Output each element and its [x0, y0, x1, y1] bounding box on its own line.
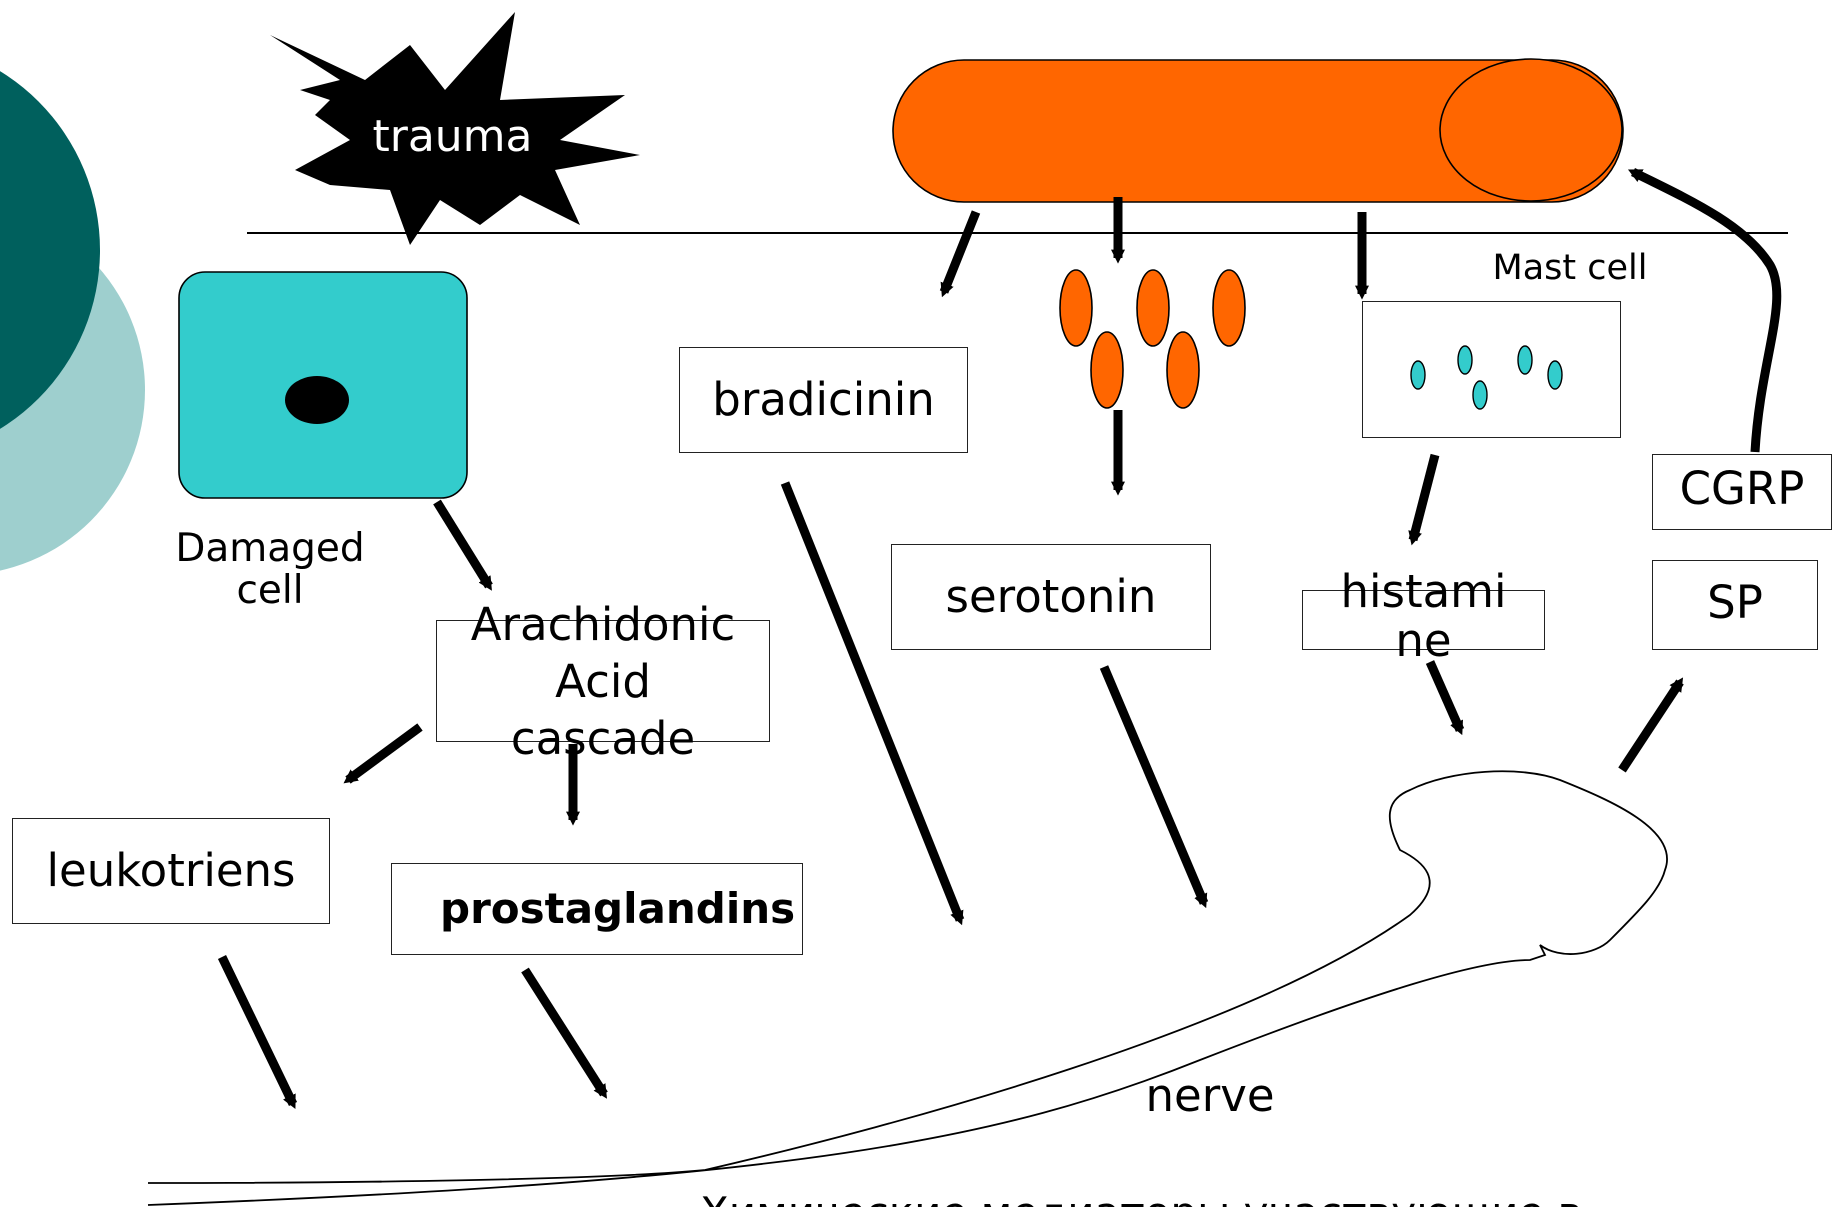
bradicinin-label: bradicinin — [680, 376, 967, 425]
arachidonic-label-line3: cascade — [436, 710, 770, 767]
cgrp-box: CGRP — [1652, 454, 1832, 530]
arrow-cell-to-arachidonic — [437, 502, 489, 586]
trauma-label: trauma — [360, 113, 545, 161]
sp-box: SP — [1652, 560, 1818, 650]
histamine-label-line2: ne — [1302, 617, 1545, 666]
arrow-prostaglandins-to-nerve — [525, 970, 604, 1094]
arrow-cgrp-to-mast-cell — [1633, 172, 1777, 452]
footer-partial-text: Химические медиаторы участвующие в — [700, 1190, 1582, 1207]
histamine-label-line1: histami — [1302, 568, 1545, 617]
arrow-serotonin-to-nerve — [1104, 667, 1204, 903]
arrow-histamine-to-nerve — [1430, 662, 1460, 730]
leukotriens-label: leukotriens — [13, 847, 329, 896]
arachidonic-label-line1: Arachidonic — [436, 596, 770, 653]
arrow-nerve-to-sp — [1622, 682, 1680, 770]
sp-label: SP — [1653, 579, 1817, 628]
prostaglandins-box: prostaglandins — [391, 863, 803, 955]
arrow-arachidonic-to-leukotriens — [348, 727, 420, 780]
arrow-leukotriens-to-nerve — [222, 957, 293, 1104]
serotonin-label: serotonin — [892, 573, 1210, 622]
arachidonic-label: Arachidonic Acid cascade — [436, 596, 770, 767]
serotonin-box: serotonin — [891, 544, 1211, 650]
damaged-cell-label: Damaged cell — [150, 528, 390, 612]
mast-cell-label: Mast cell — [1475, 250, 1665, 288]
arachidonic-label-line2: Acid — [436, 653, 770, 710]
nerve-label: nerve — [1130, 1072, 1290, 1121]
mast-cell-box — [1362, 301, 1621, 438]
leukotriens-box: leukotriens — [12, 818, 330, 924]
histamine-label: histami ne — [1302, 568, 1545, 665]
arrow-to-bradicinin — [944, 212, 976, 292]
damaged-cell-label-line2: cell — [150, 570, 390, 612]
serotonin-granules — [1060, 270, 1245, 408]
cell-nucleus — [285, 376, 349, 424]
bradicinin-box: bradicinin — [679, 347, 968, 453]
mast-cell-nucleus — [1440, 59, 1622, 201]
prostaglandins-label: prostaglandins — [440, 886, 795, 931]
nerve-ending-icon — [148, 771, 1667, 1205]
damaged-cell-label-line1: Damaged — [150, 528, 390, 570]
cgrp-label: CGRP — [1653, 465, 1831, 514]
arrow-mast-to-histamine — [1413, 455, 1435, 540]
